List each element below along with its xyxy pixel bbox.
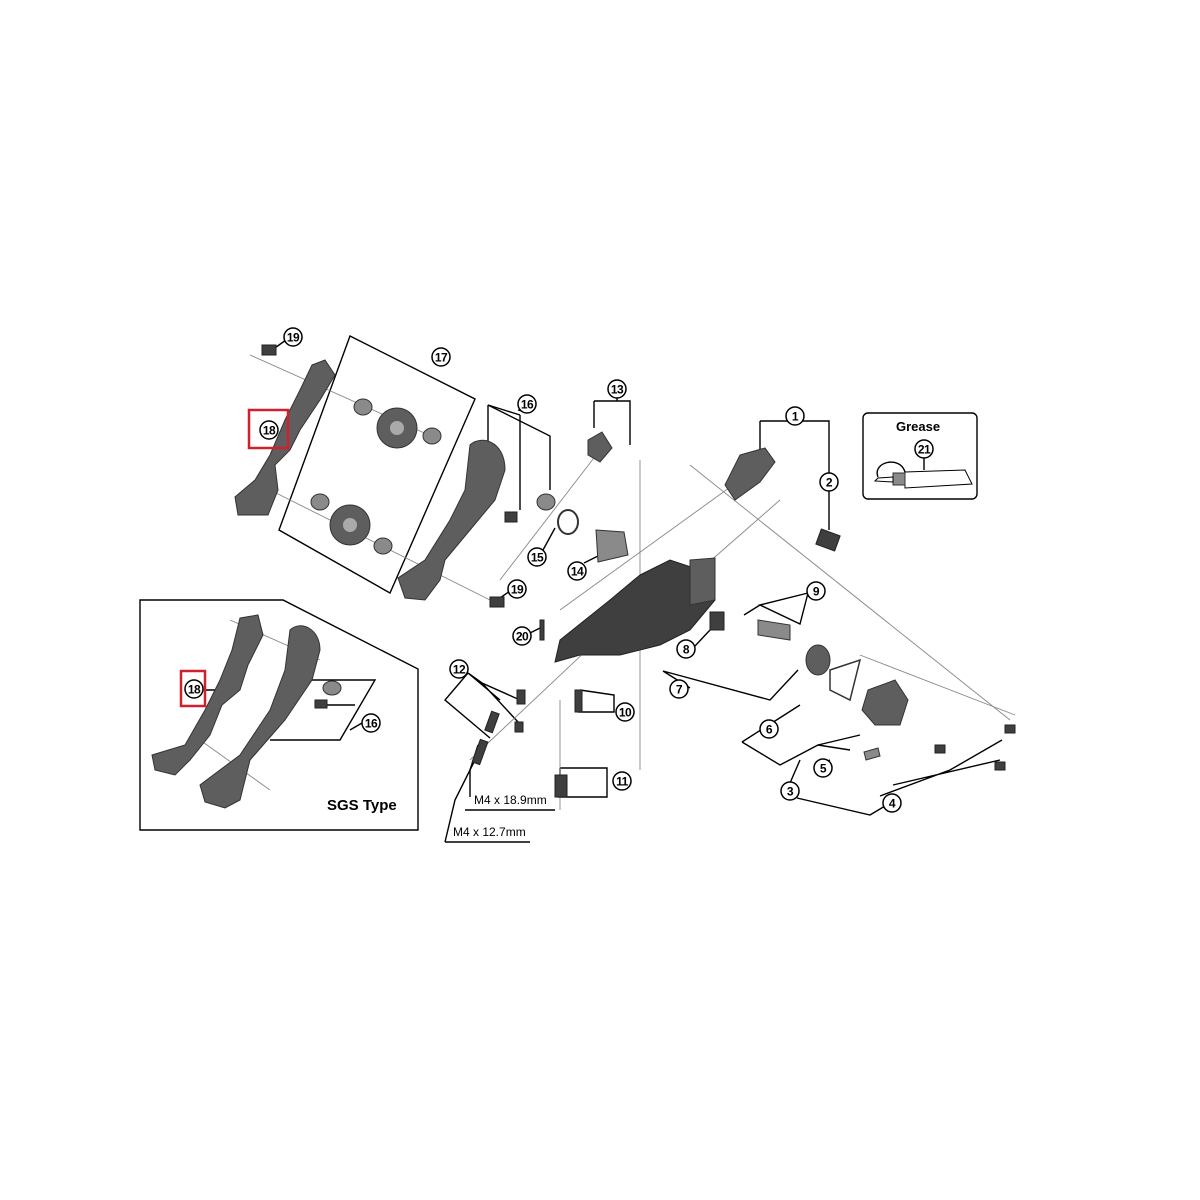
callout-label: 16 xyxy=(365,717,378,731)
callout-circle xyxy=(615,702,635,722)
callout-circle xyxy=(819,472,839,492)
callout-label: 19 xyxy=(511,583,524,597)
callout-7: 7 xyxy=(669,679,689,699)
callout-4: 4 xyxy=(882,793,902,813)
parts xyxy=(151,344,1016,809)
callout-label: 3 xyxy=(787,785,794,799)
callout-circle xyxy=(361,713,381,733)
callout-label: 21 xyxy=(918,443,931,457)
callout-label: 5 xyxy=(820,762,827,776)
callout-17: 17 xyxy=(431,347,451,367)
callout-1: 1 xyxy=(785,406,805,426)
sgs-inner-plate xyxy=(199,625,321,809)
guide-lines xyxy=(199,354,1016,810)
callout-label: 19 xyxy=(287,331,300,345)
callout-circle xyxy=(806,581,826,601)
callout-label: 18 xyxy=(263,424,276,438)
highlight-box-18 xyxy=(247,408,290,450)
callout-5: 5 xyxy=(813,758,833,778)
callout-circle xyxy=(676,639,696,659)
sgs-inset-frame xyxy=(139,599,419,831)
sgs-type-label: SGS Type xyxy=(327,797,397,814)
callout-circle xyxy=(512,626,532,646)
callout-label: 15 xyxy=(531,551,544,565)
callout-label: 9 xyxy=(813,585,820,599)
leader-lines xyxy=(205,335,1003,843)
callout-label: 16 xyxy=(521,398,534,412)
callout-circle xyxy=(882,793,902,813)
bolt-length-label-2: M4 x 12.7mm xyxy=(453,825,526,839)
callout-21: 21 xyxy=(914,439,934,459)
callout-circle xyxy=(283,327,303,347)
callout-circle xyxy=(780,781,800,801)
callout-circle xyxy=(567,561,587,581)
callout-label: 14 xyxy=(571,565,584,579)
callout-circle xyxy=(431,347,451,367)
cover-part xyxy=(861,679,909,726)
callout-19: 19 xyxy=(283,327,303,347)
callout-11: 11 xyxy=(612,771,632,791)
bolt-length-label-1: M4 x 18.9mm xyxy=(474,793,547,807)
callout-16: 16 xyxy=(361,713,381,733)
callout-label: 18 xyxy=(188,683,201,697)
callout-3: 3 xyxy=(780,781,800,801)
callout-circle xyxy=(507,579,527,599)
callout-label: 10 xyxy=(619,706,632,720)
callout-label: 11 xyxy=(616,775,629,789)
callout-circle xyxy=(184,679,204,699)
callout-6: 6 xyxy=(759,719,779,739)
callout-13: 13 xyxy=(607,379,627,399)
callout-2: 2 xyxy=(819,472,839,492)
callout-label: 12 xyxy=(453,663,466,677)
callout-label: 20 xyxy=(516,630,529,644)
callout-label: 8 xyxy=(683,643,690,657)
hook-part xyxy=(587,431,613,463)
callout-label: 1 xyxy=(792,410,799,424)
callout-circle xyxy=(785,406,805,426)
callout-12: 12 xyxy=(449,659,469,679)
grease-box-frame xyxy=(862,412,978,500)
highlight-box-18-sgs xyxy=(179,669,207,708)
callout-label: 4 xyxy=(889,797,896,811)
callout-19: 19 xyxy=(507,579,527,599)
grease-tube-icon xyxy=(873,456,973,489)
callout-8: 8 xyxy=(676,639,696,659)
inner-plate xyxy=(397,439,506,601)
grease-title: Grease xyxy=(896,419,940,434)
spring xyxy=(595,529,629,563)
callout-label: 7 xyxy=(676,683,683,697)
callout-circle xyxy=(759,719,779,739)
callout-circle xyxy=(517,394,537,414)
callout-9: 9 xyxy=(806,581,826,601)
callout-16: 16 xyxy=(517,394,537,414)
callout-15: 15 xyxy=(527,547,547,567)
callout-14: 14 xyxy=(567,561,587,581)
callout-circle xyxy=(669,679,689,699)
callout-10: 10 xyxy=(615,702,635,722)
callout-circle xyxy=(612,771,632,791)
outer-plate xyxy=(234,359,336,516)
callout-circle xyxy=(527,547,547,567)
callout-label: 17 xyxy=(435,351,448,365)
sgs-outer-plate xyxy=(151,614,264,776)
callout-circle xyxy=(813,758,833,778)
callout-label: 2 xyxy=(826,476,833,490)
bracket-part xyxy=(724,447,776,501)
callout-20: 20 xyxy=(512,626,532,646)
callout-label: 6 xyxy=(766,723,773,737)
callout-18: 18 xyxy=(184,679,204,699)
callout-circle xyxy=(607,379,627,399)
callout-circle xyxy=(449,659,469,679)
callout-label: 13 xyxy=(611,383,624,397)
callout-circle xyxy=(259,420,279,440)
callout-18: 18 xyxy=(259,420,279,440)
callout-circle xyxy=(914,439,934,459)
